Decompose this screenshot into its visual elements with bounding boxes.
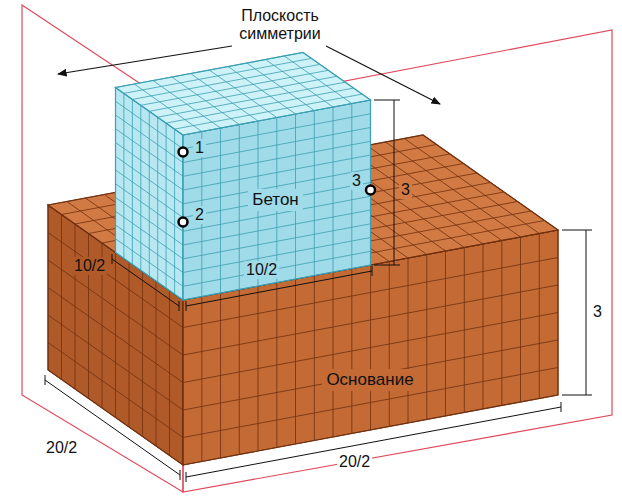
dimension-value: 10/2 <box>72 257 107 275</box>
dimension-block-height <box>374 100 400 265</box>
dimension-base-width <box>186 402 561 482</box>
symmetry-plane-left <box>22 5 183 492</box>
symmetry-planes <box>22 5 612 492</box>
leader-arrow <box>326 46 440 104</box>
part-name: Бетон <box>248 189 302 211</box>
dimension-base-depth <box>45 375 180 480</box>
dimension-value: 20/2 <box>44 439 79 457</box>
foundation-block: Основание <box>316 365 424 395</box>
callout-number: 2 <box>193 206 206 224</box>
annotations <box>45 46 592 482</box>
dimension-base-height <box>562 230 592 395</box>
callout-number: 3 <box>350 172 363 190</box>
dimension-value: 3 <box>399 181 412 199</box>
leader-arrow <box>58 46 232 74</box>
block-top-face <box>116 53 371 136</box>
concrete-block: Бетон <box>242 185 309 215</box>
control-point <box>179 218 188 227</box>
mesh-lines <box>116 53 371 136</box>
dimension-block-depth <box>112 254 179 311</box>
dimension-value: 3 <box>591 303 604 321</box>
mesh <box>48 53 558 466</box>
mesh-face <box>116 53 371 136</box>
face-outline <box>116 53 371 136</box>
plane-caption: Плоскость симметрии <box>219 7 341 44</box>
part-name: Основание <box>322 369 417 391</box>
control-point <box>366 186 375 195</box>
dimension-value: 20/2 <box>337 453 372 471</box>
control-point <box>179 148 188 157</box>
callout-number: 1 <box>193 139 206 157</box>
dimension-value: 10/2 <box>244 261 279 279</box>
